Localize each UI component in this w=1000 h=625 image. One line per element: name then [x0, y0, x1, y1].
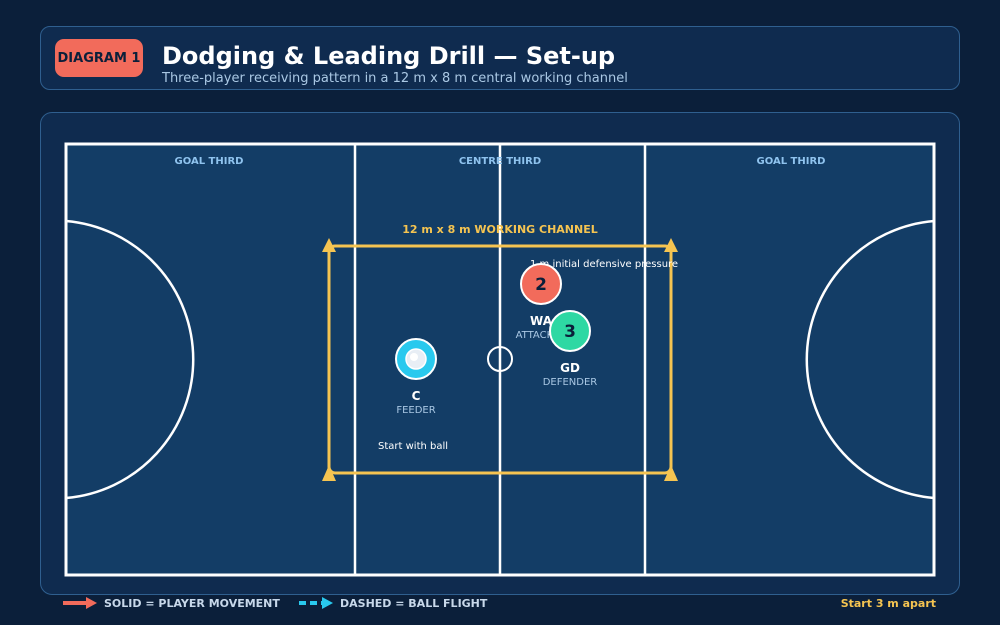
centre-circle — [487, 346, 513, 372]
cone-top-left — [322, 238, 336, 252]
footer-note: Start 3 m apart — [840, 597, 936, 610]
defender-number: 3 — [564, 322, 576, 342]
start-ball-annotation: Start with ball — [378, 441, 448, 452]
diagram-badge: DIAGRAM 1 — [55, 39, 143, 77]
defender-role: DEFENDER — [543, 377, 598, 388]
feeder-role: FEEDER — [396, 405, 435, 416]
defender-marker: 3 — [549, 310, 591, 352]
zone-label-right: GOAL THIRD — [757, 156, 826, 167]
pressure-annotation: 1 m initial defensive pressure — [530, 259, 678, 270]
cone-bottom-right — [664, 465, 678, 481]
attacker-marker: 2 — [520, 263, 562, 305]
header-card: DIAGRAM 1 Dodging & Leading Drill — Set-… — [40, 26, 960, 90]
legend-solid-label: SOLID = PLAYER MOVEMENT — [104, 596, 280, 610]
defender-position: GD — [560, 361, 580, 375]
working-channel — [327, 244, 673, 475]
goal-circle-left — [65, 219, 195, 500]
cone-top-right — [664, 238, 678, 252]
legend-solid: SOLID = PLAYER MOVEMENT — [62, 596, 280, 610]
cone-bottom-left — [322, 465, 336, 481]
legend-dashed-label: DASHED = BALL FLIGHT — [340, 596, 488, 610]
page-subtitle: Three-player receiving pattern in a 12 m… — [162, 71, 628, 86]
feeder-marker — [395, 338, 437, 380]
channel-label: 12 m x 8 m WORKING CHANNEL — [402, 223, 598, 236]
attacker-role: ATTACKER — [516, 330, 567, 341]
attacker-number: 2 — [535, 275, 547, 295]
solid-arrow-icon — [63, 597, 97, 609]
goal-circle-right — [805, 219, 935, 500]
zone-label-left: GOAL THIRD — [175, 156, 244, 167]
legend-dashed: DASHED = BALL FLIGHT — [298, 596, 487, 610]
dashed-arrow-icon — [299, 597, 333, 609]
page-title: Dodging & Leading Drill — Set-up — [162, 42, 616, 70]
zone-label-centre: CENTRE THIRD — [459, 156, 541, 167]
attacker-position: WA — [530, 314, 553, 328]
feeder-position: C — [412, 389, 421, 403]
